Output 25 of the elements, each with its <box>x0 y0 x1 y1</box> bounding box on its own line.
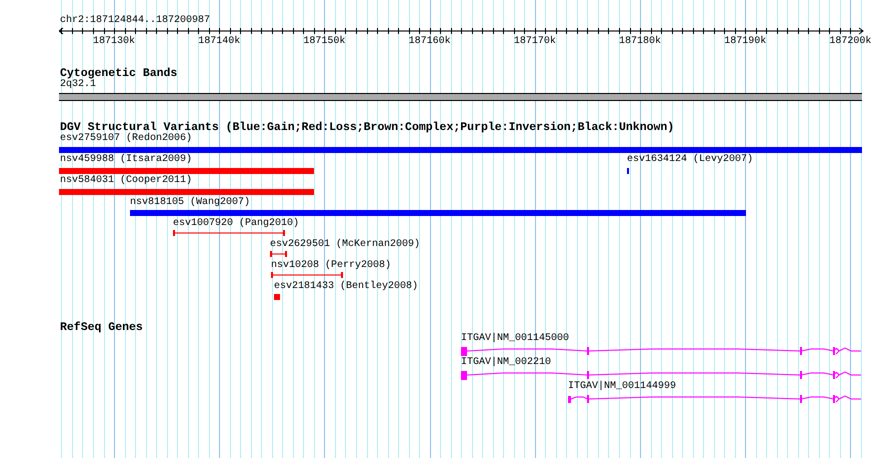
tick-label: 187190k <box>723 37 768 47</box>
feature-label: esv2759107 (Redon2006) <box>60 134 192 144</box>
tick-label: 187130k <box>92 37 136 47</box>
tick-label: 187160k <box>408 37 452 47</box>
track-title: DGV Structural Variants (Blue:Gain;Red:Loss;Brown:Complex;Purple:Inversion;Black:Unknown) <box>60 122 674 133</box>
coordinate-range: chr2:187124844..187200987 <box>60 16 210 26</box>
feature-label: nsv459988 (Itsara2009) <box>60 155 192 165</box>
track-title: RefSeq Genes <box>60 322 143 333</box>
feature-label: esv1634124 (Levy2007) <box>627 155 754 165</box>
feature-label: ITGAV|NM_002210 <box>461 358 552 368</box>
feature-label: 2q32.1 <box>60 80 96 90</box>
tick-label: 187200k <box>828 37 872 47</box>
feature-label: esv2629501 (McKernan2009) <box>270 240 420 250</box>
feature-label: nsv584031 (Cooper2011) <box>60 176 192 186</box>
tick-label: 187140k <box>197 37 242 47</box>
feature-label: nsv818105 (Wang2007) <box>130 198 250 208</box>
feature-label: nsv10208 (Perry2008) <box>271 261 392 271</box>
feature-label: esv1007920 (Pang2010) <box>173 219 300 229</box>
tick-label: 187170k <box>512 37 557 47</box>
track-title: Cytogenetic Bands <box>60 68 178 79</box>
tick-label: 187180k <box>618 37 662 47</box>
feature-label: ITGAV|NM_001145000 <box>461 334 570 344</box>
feature-label: ITGAV|NM_001144999 <box>568 382 676 392</box>
feature-label: esv2181433 (Bentley2008) <box>274 282 418 292</box>
tick-label: 187150k <box>302 37 346 47</box>
